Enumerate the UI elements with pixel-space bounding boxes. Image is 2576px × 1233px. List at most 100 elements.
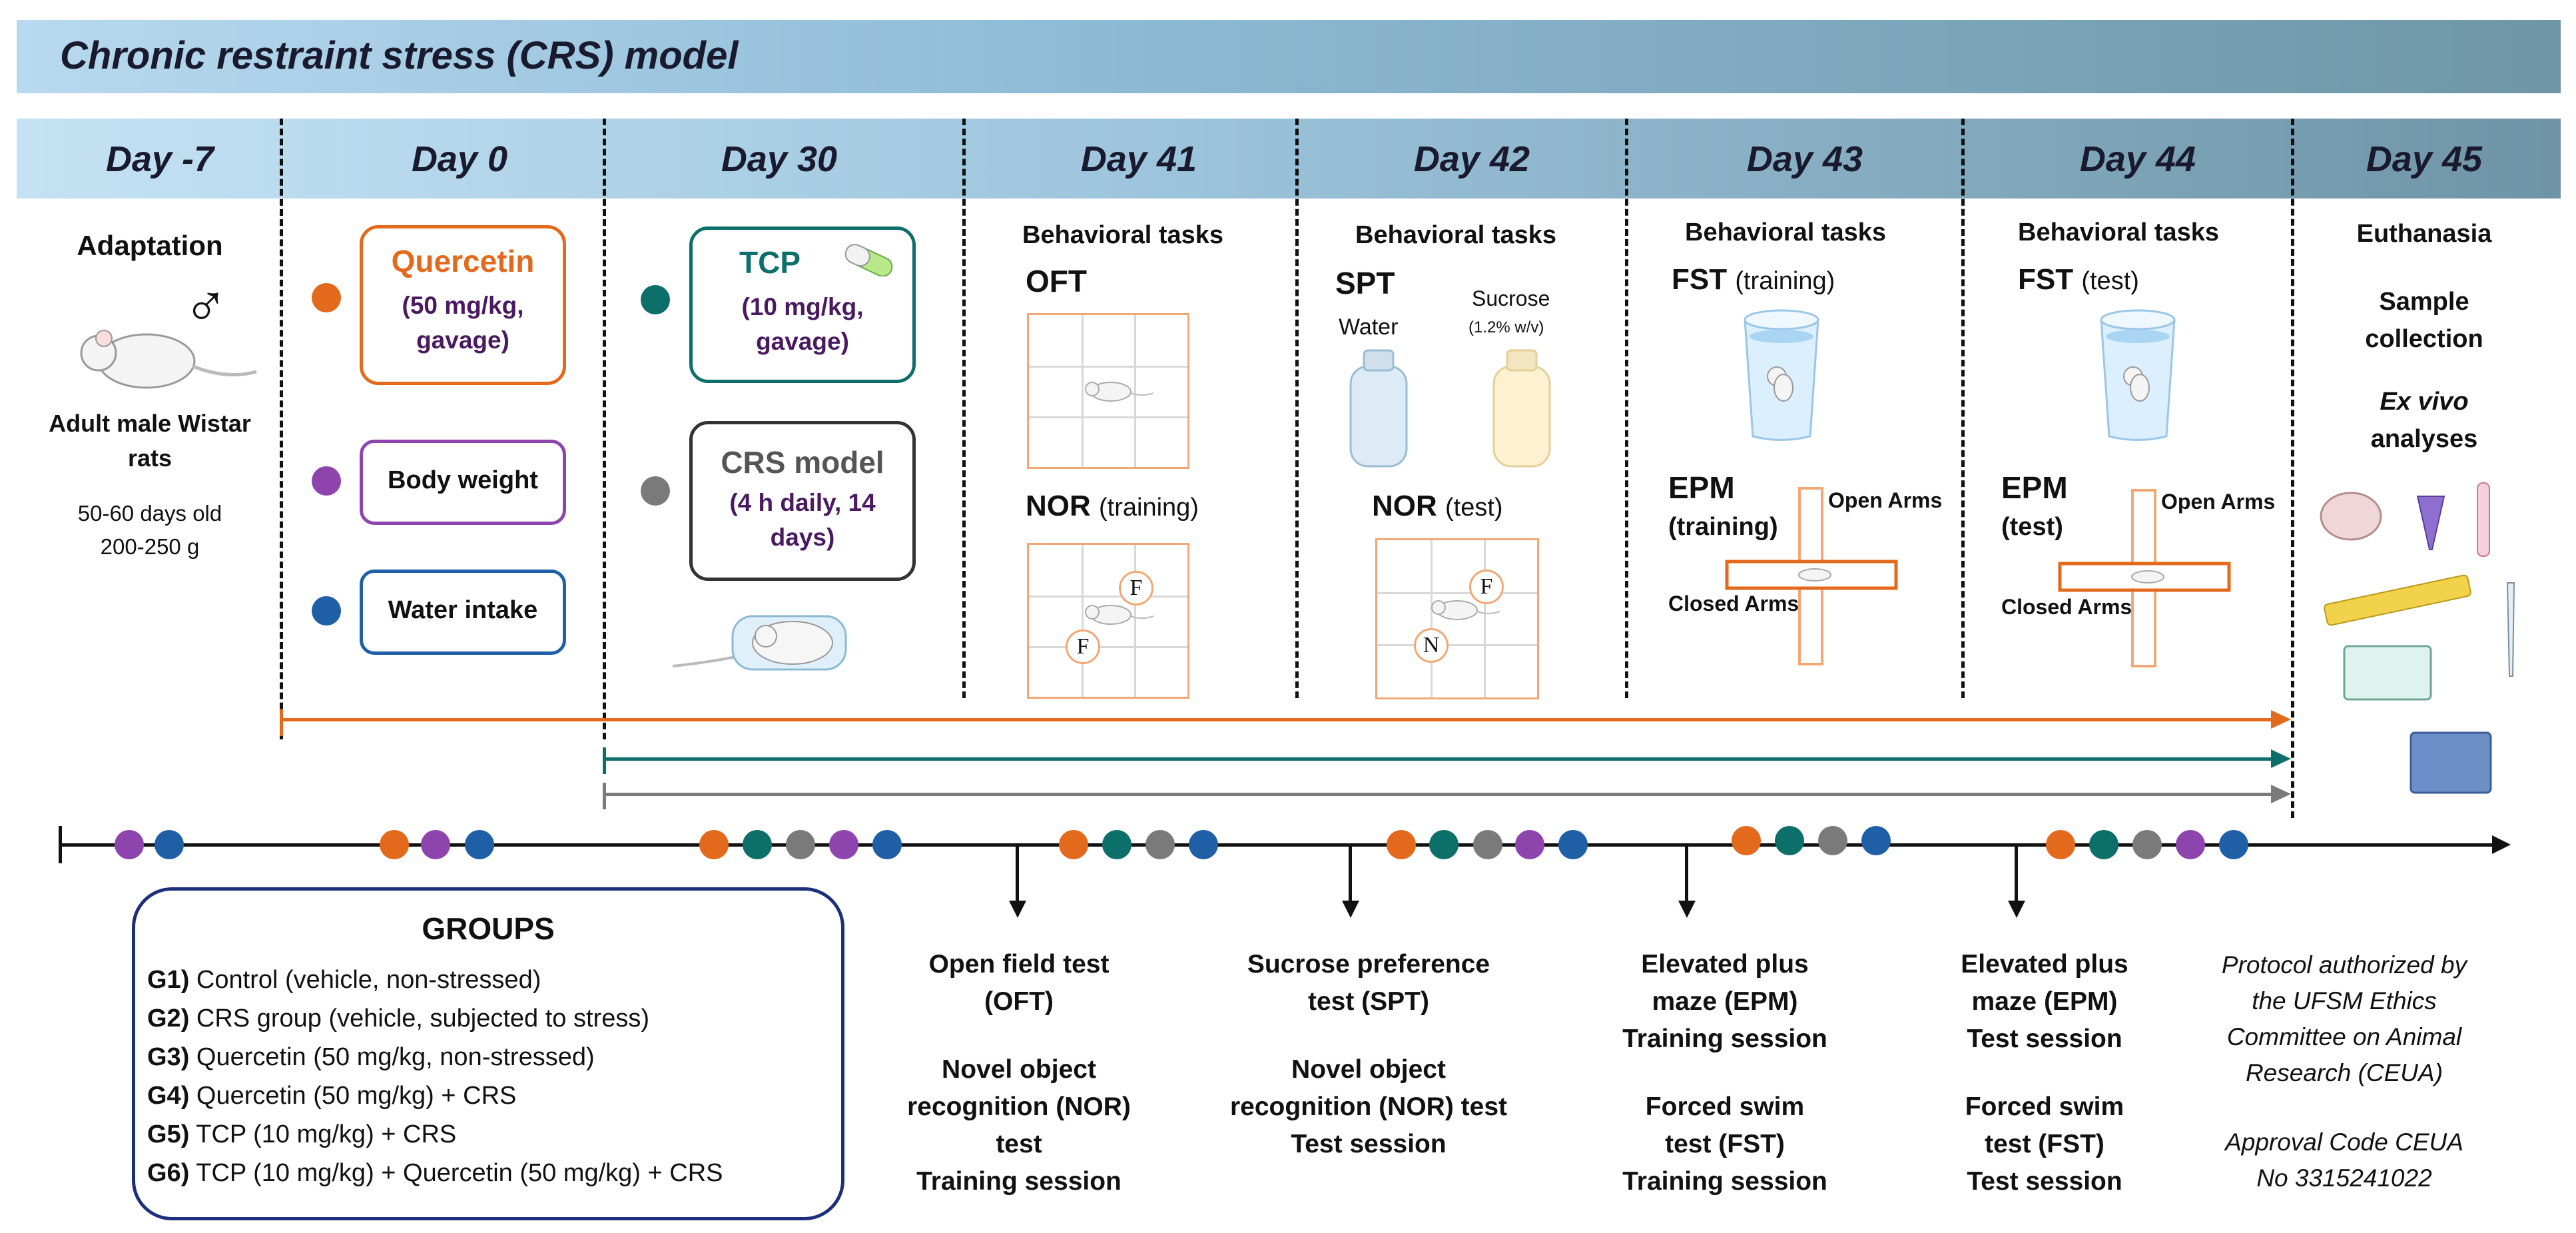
group-code: G2)	[147, 1005, 190, 1032]
timeline-dot-crs	[786, 830, 815, 859]
group-item: G3) Quercetin (50 mg/kg, non-stressed)	[147, 1038, 723, 1076]
group-item: G1) Control (vehicle, non-stressed)	[147, 961, 723, 999]
fst-label: FST	[1672, 263, 1728, 296]
pcr-strip-icon	[2324, 574, 2471, 626]
desc-line: Test session	[1967, 1167, 2122, 1196]
tick-arrow-head	[1009, 901, 1026, 918]
desc-line: recognition (NOR) test	[1230, 1092, 1507, 1121]
timeline-dot-water	[872, 830, 902, 859]
protocol-line: Approval Code CEUA	[2225, 1128, 2463, 1156]
arrow-start	[603, 747, 606, 774]
quercetin-dose: (50 mg/kg, gavage)	[402, 292, 524, 354]
group-text: Quercetin (50 mg/kg) + CRS	[196, 1082, 517, 1110]
timeline-tick	[1349, 845, 1352, 905]
sucrose-concentration: (1.2% w/v)	[1468, 318, 1544, 336]
closed-arms-label: Closed Arms	[1668, 592, 1799, 616]
crs-box: CRS model (4 h daily, 14 days)	[689, 421, 916, 581]
desc-line: Forced swim	[1645, 1092, 1805, 1121]
timeline-dot-water	[1189, 830, 1218, 859]
group-code: G6)	[147, 1159, 190, 1187]
day-label: Day 45	[2366, 139, 2483, 179]
male-symbol: ♂	[183, 273, 228, 340]
water-label: Water	[1339, 314, 1399, 340]
quercetin-title: Quercetin	[391, 244, 535, 278]
desc-line: Forced swim	[1965, 1092, 2124, 1121]
protocol-note: Protocol authorized by the UFSM Ethics C…	[2191, 947, 2497, 1196]
desc-line: Elevated plus	[1641, 950, 1809, 979]
timeline-dot-body-weight	[421, 830, 450, 859]
timeline-dot-water	[2219, 830, 2248, 859]
protocol-line: Committee on Animal	[2226, 1023, 2462, 1050]
crs-dot	[641, 476, 670, 506]
blot-device-icon	[2410, 731, 2492, 794]
fst-test-label: FST (test)	[2018, 263, 2139, 296]
sucrose-label: Sucrose	[1472, 286, 1550, 310]
timeline-tick	[1016, 845, 1019, 905]
group-text: TCP (10 mg/kg) + Quercetin (50 mg/kg) + …	[196, 1159, 723, 1187]
behavioral-heading: Behavioral tasks	[1022, 221, 1224, 249]
timeline-dot-tcp	[2089, 830, 2118, 859]
pill-icon	[844, 244, 893, 276]
day-label: Day 30	[721, 139, 838, 179]
open-arms-label: Open Arms	[1828, 488, 1943, 512]
arrow-start	[280, 709, 283, 736]
quercetin-treatment-arrow	[280, 718, 2271, 721]
epm-label: EPM	[2001, 470, 2068, 505]
group-item: G6) TCP (10 mg/kg) + Quercetin (50 mg/kg…	[147, 1154, 723, 1192]
desc-line: Test session	[1291, 1130, 1447, 1158]
analyses-label: analyses	[2370, 425, 2478, 453]
protocol-line: No 3315241022	[2256, 1164, 2432, 1192]
elevated-plus-maze	[1725, 487, 1898, 665]
desc-line: Test session	[1967, 1025, 2122, 1053]
fst-label: FST	[2018, 263, 2074, 296]
desc-line: Novel object	[1291, 1055, 1446, 1084]
desc-line: Open field test	[928, 950, 1110, 979]
timeline-axis	[59, 843, 2497, 847]
nor-test-label: NOR (test)	[1372, 490, 1503, 523]
arrow-head	[2271, 749, 2291, 768]
title-bar	[17, 20, 2561, 93]
desc-line: Training session	[1622, 1025, 1827, 1053]
groups-list: G1) Control (vehicle, non-stressed) G2) …	[147, 961, 723, 1192]
desc-line: test (SPT)	[1307, 987, 1429, 1016]
timeline-dot-crs	[1818, 826, 1847, 855]
vial-icon	[2477, 482, 2490, 557]
timeline-dot-quercetin	[380, 830, 409, 859]
nor-sub-label: (test)	[1445, 494, 1503, 522]
adaptation-weight: 200-250 g	[100, 534, 200, 559]
arrow-start	[603, 783, 606, 809]
protocol-line: Research (CEUA)	[2245, 1059, 2443, 1086]
sucrose-bottle-icon	[1492, 349, 1551, 468]
desc-line: Training session	[1622, 1167, 1827, 1196]
water-intake-box: Water intake	[360, 570, 566, 655]
day-label: Day -7	[105, 139, 214, 179]
sample-collection-label: Sample collection	[2365, 288, 2483, 353]
lab-equipment-icons	[2320, 482, 2515, 794]
divider	[1961, 119, 1965, 698]
elevated-plus-maze	[2058, 489, 2231, 667]
tcp-dot	[641, 285, 670, 314]
object-n-marker: N	[1414, 628, 1449, 663]
adaptation-label: Adaptation	[77, 230, 223, 261]
quercetin-dot	[312, 283, 341, 312]
behavioral-heading: Behavioral tasks	[1685, 218, 1887, 246]
nor-label: NOR	[1372, 490, 1437, 522]
brain-icon	[2320, 492, 2382, 541]
pipette-icon	[2506, 582, 2515, 677]
group-text: TCP (10 mg/kg) + CRS	[196, 1120, 457, 1148]
object-f-marker: F	[1469, 570, 1504, 604]
diagram-title: Chronic restraint stress (CRS) model	[60, 34, 739, 77]
day-label: Day 0	[411, 139, 508, 179]
day41-test-description: Open field test (OFT) Novel object recog…	[886, 946, 1152, 1200]
arrow-head	[2271, 785, 2291, 803]
desc-line: (OFT)	[984, 987, 1054, 1016]
desc-line: maze (EPM)	[1652, 987, 1798, 1016]
timeline-tick	[2015, 845, 2018, 905]
tcp-title: TCP	[739, 245, 801, 280]
ex-vivo-label: Ex vivo	[2380, 388, 2469, 416]
timeline-dot-tcp	[1429, 830, 1458, 859]
crs-title: CRS model	[721, 445, 884, 480]
day-label: Day 41	[1080, 139, 1197, 179]
object-f-marker: F	[1119, 571, 1153, 606]
oft-label: OFT	[1026, 264, 1087, 298]
